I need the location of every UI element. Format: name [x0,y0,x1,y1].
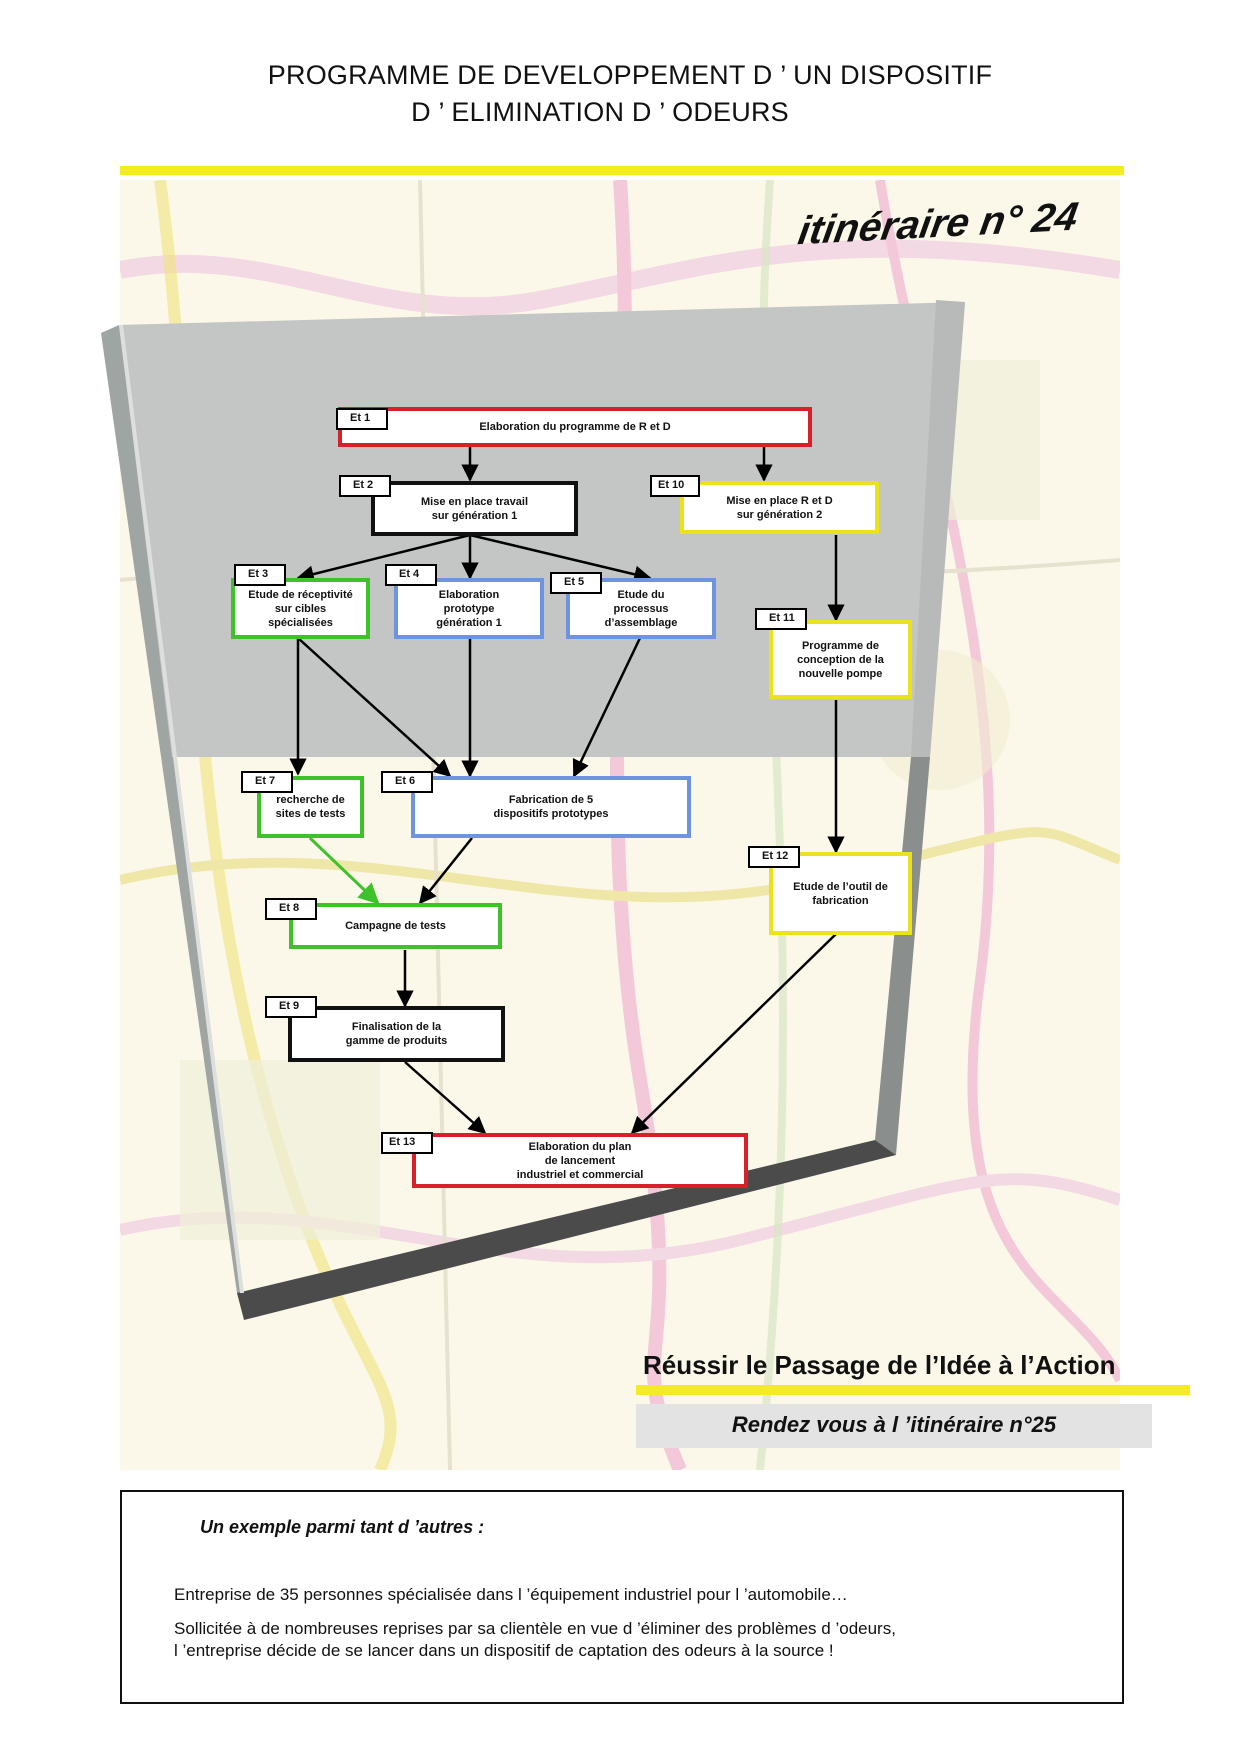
step-et9-tag: Et 9 [265,996,317,1018]
example-line-1: Entreprise de 35 personnes spécialisée d… [174,1585,848,1604]
board-right-edge-lower [875,757,930,1155]
step-et11-box: Programme de conception de la nouvelle p… [769,620,912,699]
step-et2-tag: Et 2 [339,475,391,497]
slogan-yellow-underline [636,1385,1190,1395]
next-itinerary-text: Rendez vous à l ’itinéraire n°25 [731,1412,1057,1437]
step-et10-box: Mise en place R et D sur génération 2 [680,481,879,534]
step-et3-tag: Et 3 [234,564,286,586]
board-inner-left-shadow [119,325,244,1293]
flow-arrows [289,446,845,1135]
example-box [120,1490,1124,1704]
example-line-2: Sollicitée à de nombreuses reprises par … [174,1619,896,1638]
step-et11-tag: Et 11 [755,608,807,630]
page-title-line-1: PROGRAMME DE DEVELOPPEMENT D ’ UN DISPOS… [267,60,993,90]
step-et2-box: Mise en place travail sur génération 1 [371,481,578,536]
step-et4-tag: Et 4 [385,564,437,586]
step-et1-tag: Et 1 [336,408,388,430]
step-et5-box: Etude du processus d’assemblage [566,578,716,639]
step-et1-box: Elaboration du programme de R et D [338,407,812,447]
step-et12-tag: Et 12 [748,846,800,868]
step-et5-tag: Et 5 [550,572,602,594]
example-line-3: l ’entreprise décide de se lancer dans u… [174,1641,834,1660]
top-yellow-divider [120,166,1124,175]
step-et10-tag: Et 10 [650,475,700,497]
page-title-line-2: D ’ ELIMINATION D ’ ODEURS [411,97,789,127]
step-et8-box: Campagne de tests [289,903,502,949]
step-et6-box: Fabrication de 5 dispositifs prototypes [411,776,691,838]
step-et13-tag: Et 13 [381,1132,433,1154]
arrow-et7-et8 [308,836,380,905]
board-left-side [101,325,244,1303]
board-right-edge-upper [911,300,965,757]
step-et4-box: Elaboration prototype génération 1 [394,578,544,639]
step-et7-tag: Et 7 [241,771,293,793]
step-et8-tag: Et 8 [265,898,317,920]
step-et3-box: Etude de réceptivité sur cibles spéciali… [231,578,370,639]
step-et9-box: Finalisation de la gamme de produits [288,1006,505,1062]
slogan-text: Réussir le Passage de l’Idée à l’Action [643,1350,1116,1380]
example-heading: Un exemple parmi tant d ’autres : [200,1517,485,1537]
step-et6-tag: Et 6 [381,771,433,793]
next-itinerary-box [636,1404,1152,1448]
step-et13-box: Elaboration du plan de lancement industr… [412,1133,748,1188]
